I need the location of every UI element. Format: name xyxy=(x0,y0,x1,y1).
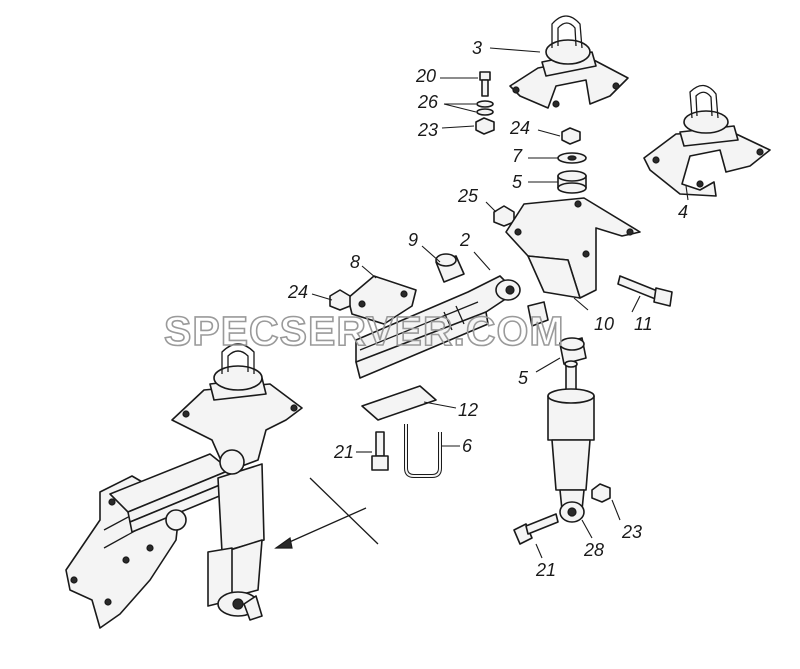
part-21-bolt-left xyxy=(371,431,389,471)
callout-9: 9 xyxy=(408,230,418,250)
callout-5-mid: 5 xyxy=(518,368,529,388)
callout-labels: 3 20 26 23 24 7 5 4 25 9 2 8 24 11 10 5 … xyxy=(287,38,688,580)
part-5-bushing-top xyxy=(557,170,587,194)
callout-3: 3 xyxy=(472,38,482,58)
callout-24-top: 24 xyxy=(509,118,530,138)
leader-lines xyxy=(311,47,689,559)
spring-end-bushing xyxy=(527,301,549,327)
part-24-nut-left xyxy=(329,289,351,311)
callout-5-top: 5 xyxy=(512,172,523,192)
part-7-washer xyxy=(557,152,587,164)
part-9-bushing xyxy=(435,253,465,283)
callout-23-right: 23 xyxy=(621,522,642,542)
part-5-bushing-mid xyxy=(559,337,587,365)
callout-4: 4 xyxy=(678,202,688,222)
part-10-bracket xyxy=(505,197,641,299)
callout-2: 2 xyxy=(459,230,470,250)
callout-23-top: 23 xyxy=(417,120,438,140)
callout-26: 26 xyxy=(417,92,439,112)
callout-24-left: 24 xyxy=(287,282,308,302)
part-2-leaf-spring-eye xyxy=(355,275,521,379)
callout-11: 11 xyxy=(634,314,653,334)
part-20-bolt xyxy=(479,71,491,97)
assembled-suspension-view xyxy=(65,343,303,629)
callout-10: 10 xyxy=(594,314,614,334)
part-12-pad xyxy=(361,385,437,421)
part-26-washers xyxy=(476,100,494,116)
callout-6: 6 xyxy=(462,436,473,456)
callout-25: 25 xyxy=(457,186,479,206)
callout-8: 8 xyxy=(350,252,360,272)
part-11-bolt xyxy=(617,275,673,307)
assembly-direction-arrow xyxy=(274,477,379,549)
part-3-eye-bracket xyxy=(509,15,629,109)
callout-28: 28 xyxy=(583,540,604,560)
part-24-nut-top xyxy=(561,127,581,145)
watermark-text: SPECSERVER.COM xyxy=(164,308,565,354)
shock-absorber xyxy=(547,360,595,523)
part-23-nut-right xyxy=(591,483,611,503)
callout-20: 20 xyxy=(415,66,436,86)
callout-21-right: 21 xyxy=(535,560,556,580)
callout-21-left: 21 xyxy=(333,442,354,462)
part-23-nut-top xyxy=(475,117,495,135)
part-4-eye-bracket xyxy=(643,84,771,197)
callout-12: 12 xyxy=(458,400,478,420)
part-21-bolt-right xyxy=(513,513,559,545)
callout-7: 7 xyxy=(512,146,523,166)
part-6-u-bolt xyxy=(404,424,442,478)
